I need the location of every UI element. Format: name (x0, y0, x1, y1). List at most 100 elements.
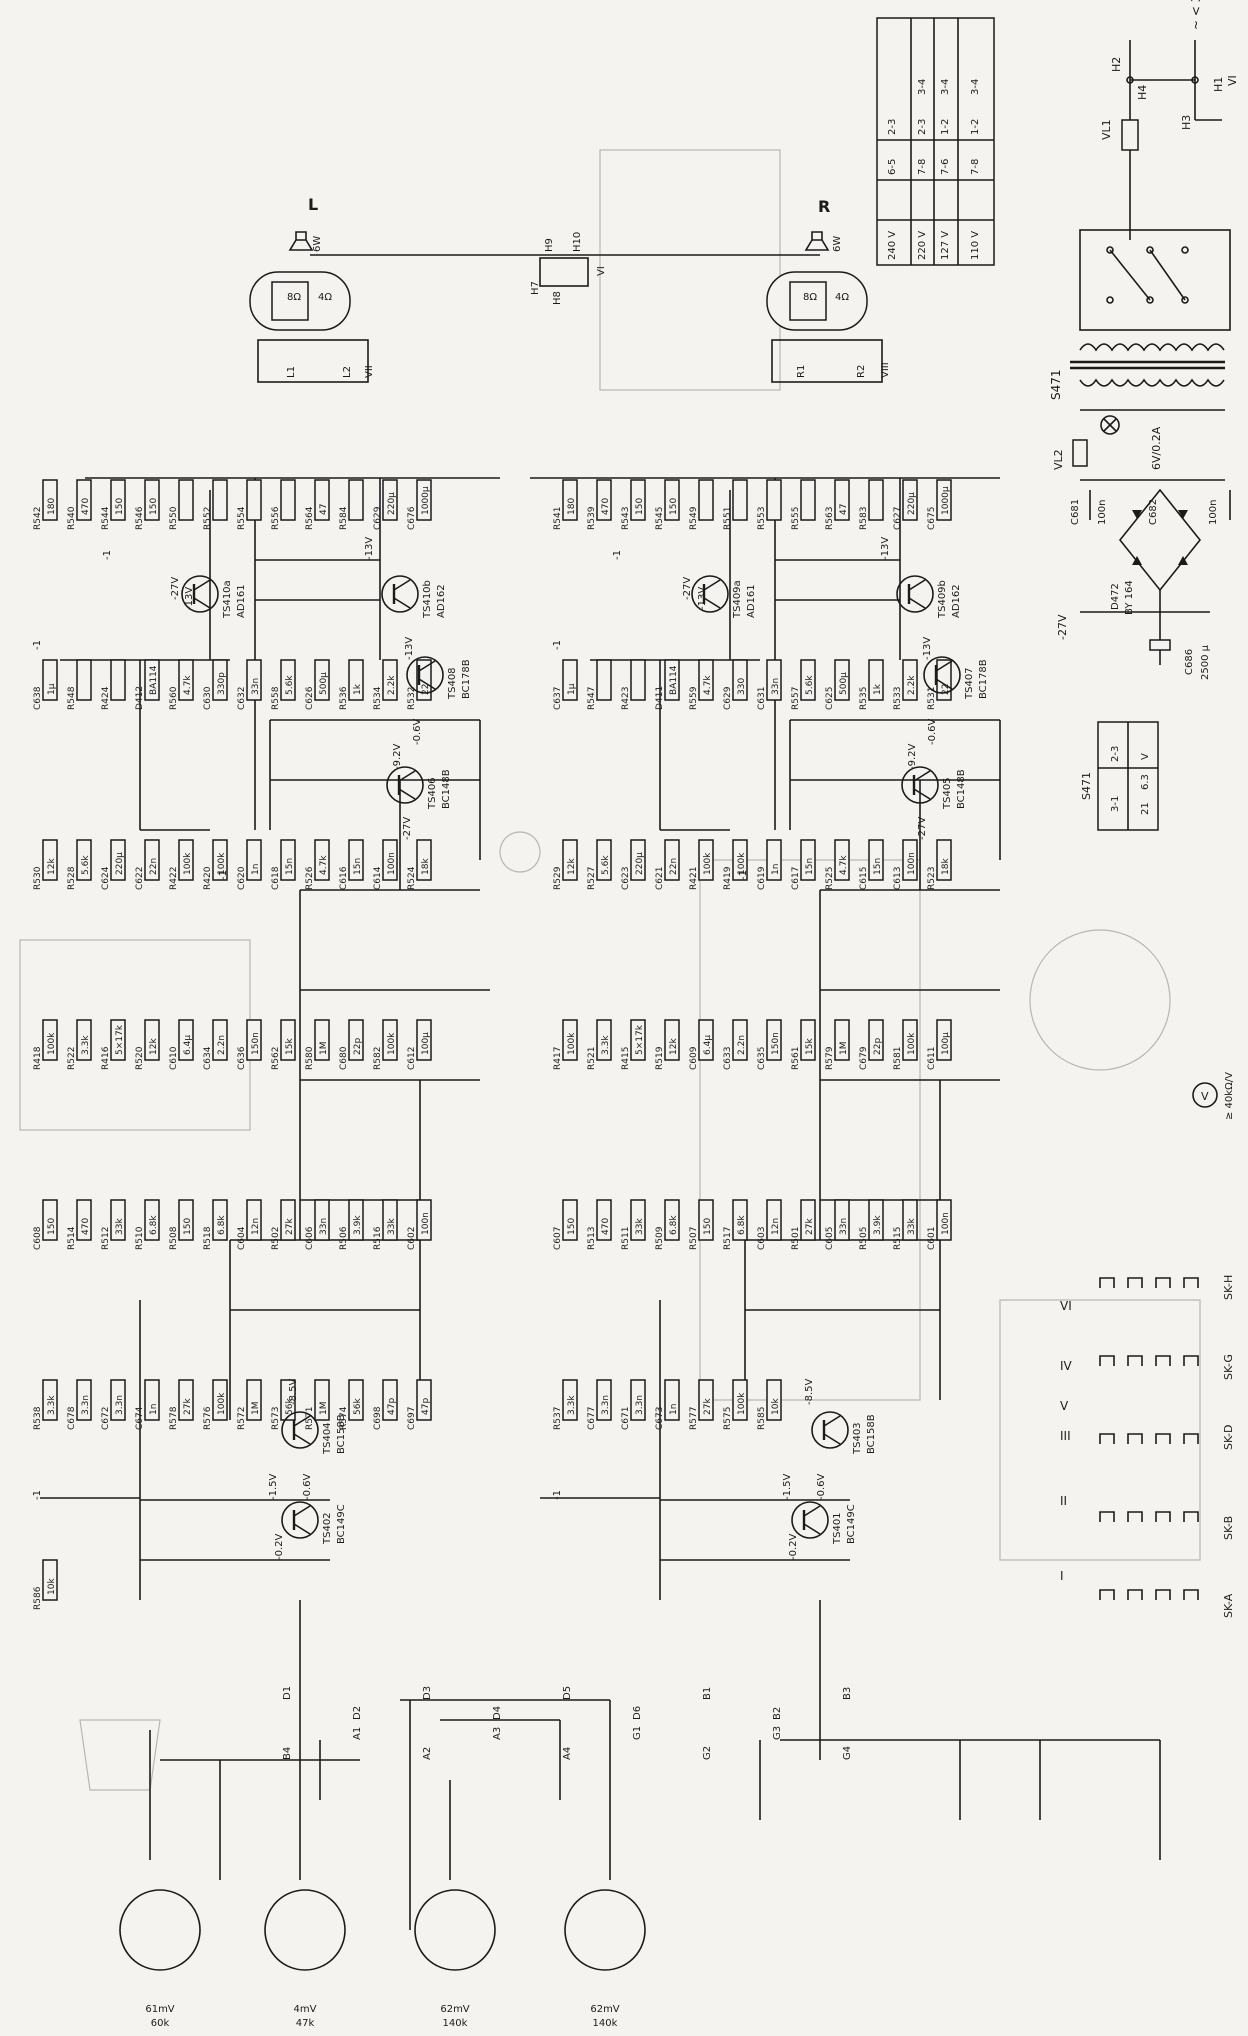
s471-cell: 2-3 (1110, 746, 1121, 762)
component-ref: R522 (67, 1047, 77, 1070)
component-ref: R556 (271, 506, 281, 530)
component: R534 2.2k (373, 659, 398, 710)
component-ref: R416 (101, 1046, 111, 1070)
transistor-ref: TS409a (732, 580, 743, 619)
component-ref: R582 (373, 1047, 383, 1070)
input-1-level: 61mV (145, 2004, 174, 2015)
component-ref: C625 (825, 687, 835, 710)
component-value: 4.7k (319, 855, 329, 875)
component-ref: C680 (339, 1046, 349, 1070)
component-ref: R541 (553, 507, 563, 530)
component-ref: R501 (791, 1227, 801, 1250)
component-ref: R513 (587, 1227, 597, 1250)
component-value: 1M (251, 1402, 261, 1416)
selector-contact (1183, 1433, 1199, 1444)
component-value: 100k (217, 1392, 227, 1415)
component-value: 2.2k (387, 675, 397, 695)
component-ref: C620 (237, 866, 247, 890)
transistor-ref: TS404 (322, 1422, 333, 1455)
switch-vii: VII (364, 365, 375, 378)
selector-contact (1099, 1277, 1115, 1288)
component-value: 100n (387, 852, 397, 875)
supply-minus1: -1 (102, 550, 113, 560)
component-ref: R423 (621, 687, 631, 710)
supply-minus1: -1 (32, 640, 43, 650)
switch-contact-label: B1 (702, 1687, 713, 1700)
component-value: 100k (47, 1032, 57, 1055)
voltage-table-cell: 3-4 (940, 79, 951, 95)
component-value: 470 (81, 1218, 91, 1235)
h8-label: H8 (552, 291, 563, 305)
switch-contact-label: D2 (352, 1706, 363, 1720)
component: R556 (271, 479, 296, 530)
component-value: 3.9k (353, 1215, 363, 1235)
h-vi-label: VI (596, 266, 607, 276)
bridge-label: D472 (1110, 583, 1121, 610)
switch-contact-label: A3 (492, 1727, 503, 1740)
component-ref: R534 (373, 686, 383, 710)
component-ref: R509 (655, 1226, 665, 1250)
component-ref: R575 (723, 1407, 733, 1430)
component-ref: C672 (101, 1407, 111, 1430)
component: R551 (723, 479, 748, 530)
voltage-table-cell: 6-5 (887, 159, 898, 175)
component-ref: R546 (135, 506, 145, 530)
background-ghost (19, 149, 1201, 1791)
voltage-label: -0.2V (274, 1533, 285, 1560)
voltage-table-cell: 2-3 (917, 119, 928, 135)
component-value: 22 (941, 684, 951, 695)
component-ref: C609 (689, 1046, 699, 1070)
component: R552 (203, 479, 228, 530)
component-value: 15n (353, 858, 363, 875)
component-ref: C608 (33, 1226, 43, 1250)
component-ref: C698 (373, 1406, 383, 1430)
c686-value: 2500 µ (1200, 644, 1211, 680)
component-value: 6.8k (737, 1215, 747, 1235)
component-ref: R525 (825, 867, 835, 890)
component-ref: R564 (305, 506, 315, 530)
meter-symbol: V (1201, 1090, 1209, 1103)
component-value: 5.6k (81, 855, 91, 875)
fuse-vl1 (1121, 119, 1139, 151)
component-ref: R549 (689, 506, 699, 530)
component-ref: C601 (927, 1227, 937, 1250)
component-ref: R530 (33, 866, 43, 890)
selector-contact (1155, 1433, 1171, 1444)
component-ref: C605 (825, 1227, 835, 1250)
component-value: 1n (669, 1404, 679, 1415)
component-ref: C678 (67, 1406, 77, 1430)
meter-spec: ≥ 40kΩ/V (1224, 1072, 1235, 1120)
component-value: 220µ (635, 852, 645, 875)
component-ref: R532 (407, 687, 417, 710)
voltage-table-cell: 1-2 (970, 119, 981, 135)
switch-contact-label: G4 (842, 1746, 853, 1760)
component-ref: C624 (101, 866, 111, 890)
